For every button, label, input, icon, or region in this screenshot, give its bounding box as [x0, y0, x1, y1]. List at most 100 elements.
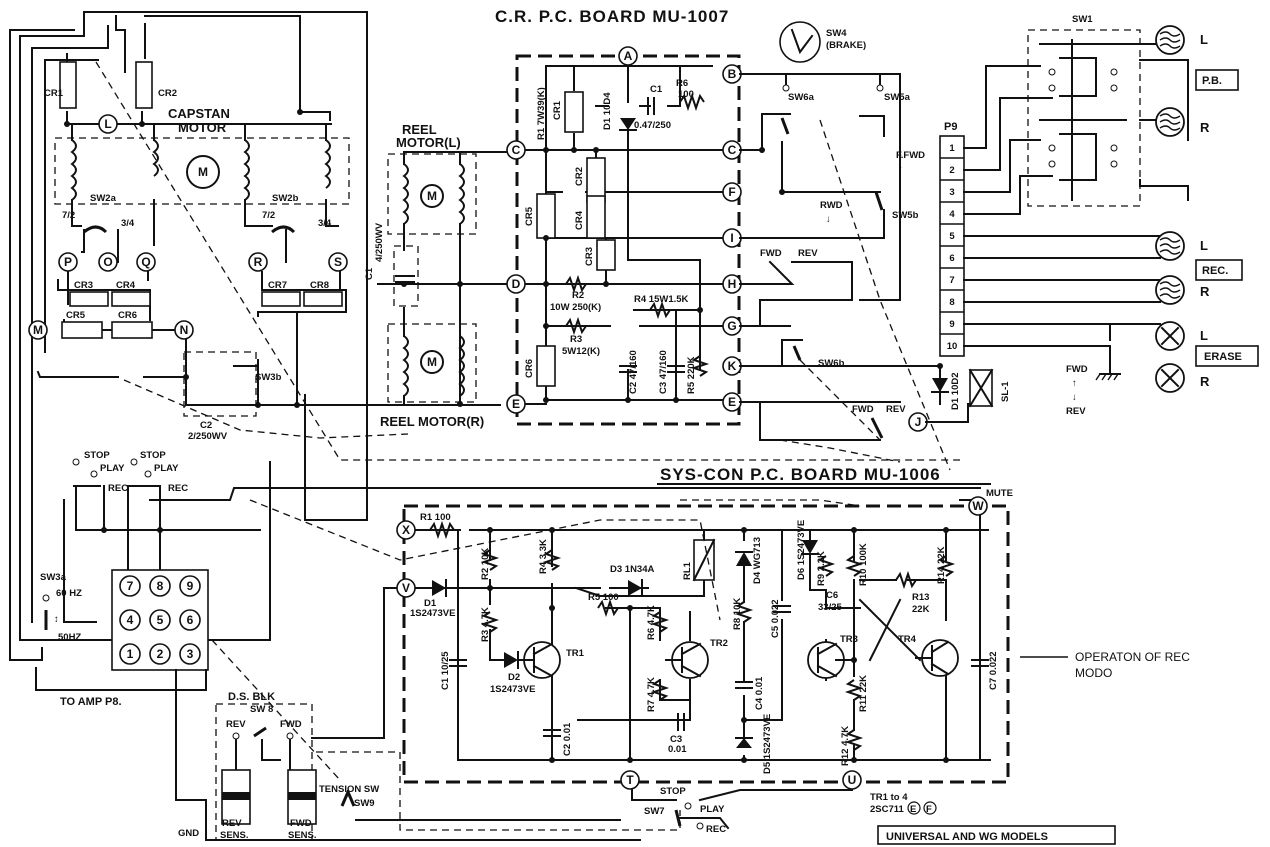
sw3-terminal-label: 2	[157, 647, 164, 661]
svg-text:4/250WV: 4/250WV	[374, 222, 385, 262]
svg-text:SW6b: SW6b	[818, 358, 845, 369]
node-x: X	[402, 523, 410, 537]
sw2a-pin-34: 3/4	[121, 218, 135, 229]
svg-text:RL1: RL1	[682, 561, 693, 580]
node-b: B	[728, 67, 737, 81]
sw2b-label: SW2b	[272, 193, 299, 204]
node-w: W	[972, 499, 984, 513]
svg-text:FWD: FWD	[852, 404, 874, 415]
sw3-terminal-label: 7	[127, 579, 134, 593]
node-a: A	[624, 49, 633, 63]
svg-text:↕: ↕	[54, 614, 59, 625]
erase-label-box: ERASE	[1195, 345, 1259, 367]
node-h: H	[728, 277, 737, 291]
head-2-1	[1155, 363, 1185, 393]
sw7-play: PLAY	[700, 804, 725, 815]
sw3-terminal	[149, 609, 171, 631]
svg-text:TR4: TR4	[898, 634, 917, 645]
p9-pin-label: 5	[949, 231, 955, 242]
svg-text:REV: REV	[226, 719, 246, 730]
sw3-terminal-label: 4	[127, 613, 134, 627]
capstan-motor-box	[54, 137, 350, 205]
svg-text:SENS.: SENS.	[288, 830, 317, 841]
p9-pin-label: 4	[949, 209, 955, 220]
svg-text:R1 7W39(K): R1 7W39(K)	[536, 87, 547, 140]
svg-text:CR8: CR8	[310, 280, 329, 291]
sw2a-pin-72: 7/2	[62, 210, 75, 221]
svg-text:C6: C6	[826, 590, 838, 601]
sw3-terminal-label: 8	[157, 579, 164, 593]
svg-text:D1: D1	[424, 598, 437, 609]
svg-text:SW 8: SW 8	[250, 704, 273, 715]
svg-text:TR2: TR2	[710, 638, 728, 649]
svg-text:C2 47/160: C2 47/160	[628, 350, 639, 394]
p9-pin-label: 7	[949, 275, 954, 286]
to-amp-label: TO AMP P8.	[60, 696, 122, 708]
svg-text:R2 10K: R2 10K	[480, 548, 491, 580]
svg-text:SW9: SW9	[354, 798, 375, 809]
capstan-motor-line2: MOTOR	[178, 120, 227, 135]
fwd-arrow-label: FWD	[1066, 364, 1088, 375]
svg-text:R10 100K: R10 100K	[858, 543, 869, 586]
svg-text:1S2473VE: 1S2473VE	[490, 684, 535, 695]
syscon-nodes: X V W T U	[396, 496, 988, 790]
svg-text:C2: C2	[200, 420, 212, 431]
tr4: TR4	[898, 634, 959, 677]
tr3: TR3	[807, 634, 858, 679]
svg-text:PLAY: PLAY	[154, 463, 179, 474]
sw7-stop: STOP	[660, 786, 686, 797]
rec-l: L	[1200, 238, 1208, 253]
sw3-terminal	[119, 575, 141, 597]
tr-types-line1: TR1 to 4	[870, 792, 908, 803]
sw3-terminal	[179, 643, 201, 665]
svg-text:CR5: CR5	[66, 310, 86, 321]
svg-text:FWD: FWD	[290, 818, 312, 829]
sw3-terminal	[179, 609, 201, 631]
svg-text:SW3b: SW3b	[255, 372, 282, 383]
universal-label: UNIVERSAL AND WG MODELS	[886, 831, 1048, 843]
node-v: V	[402, 581, 410, 595]
rec-r: R	[1200, 284, 1210, 299]
node-k: K	[728, 359, 737, 373]
svg-text:REC: REC	[108, 483, 128, 494]
svg-text:R1 100: R1 100	[420, 512, 451, 523]
svg-text:D2: D2	[508, 672, 520, 683]
node-f: F	[728, 185, 735, 199]
node-c-right: C	[728, 143, 737, 157]
head-1-0	[1155, 231, 1185, 261]
node-m: M	[33, 323, 43, 337]
svg-text:SL-1: SL-1	[1000, 381, 1011, 402]
svg-text:REV: REV	[886, 404, 906, 415]
capstan-motor-line1: CAPSTAN	[168, 106, 230, 121]
svg-text:P9: P9	[944, 121, 957, 133]
svg-text:D3 1N34A: D3 1N34A	[610, 564, 654, 575]
svg-text:R8 10K: R8 10K	[732, 598, 743, 630]
capstan-motor-symbol: M	[186, 155, 220, 189]
svg-text:R5 100: R5 100	[588, 592, 619, 603]
svg-text:1S2473VE: 1S2473VE	[410, 608, 455, 619]
svg-text:SW3a: SW3a	[40, 572, 67, 583]
svg-text:TR3: TR3	[840, 634, 858, 645]
capstan-nodes: L P O Q R S M N	[28, 114, 348, 340]
svg-text:R9 2.2K: R9 2.2K	[816, 551, 827, 586]
sw1-contacts	[963, 39, 1189, 347]
svg-text:CR3: CR3	[584, 247, 595, 266]
sw3-terminal	[149, 575, 171, 597]
sw2a-label: SW2a	[90, 193, 117, 204]
p9-pin-label: 8	[949, 297, 954, 308]
svg-text:SW4: SW4	[826, 28, 847, 39]
svg-text:0.47/250: 0.47/250	[634, 120, 671, 131]
svg-text:CR1: CR1	[44, 88, 64, 99]
svg-text:R6: R6	[676, 78, 688, 89]
pb-label-box: P.B.	[1195, 69, 1239, 91]
cr-board-components: CR1 R1 7W39(K) D1 10D4 C1 0.47/250 R6 10…	[524, 78, 710, 394]
svg-text:C1: C1	[650, 84, 663, 95]
node-o: O	[103, 255, 112, 269]
syscon-board-outline	[402, 504, 1010, 784]
svg-text:M: M	[198, 165, 208, 179]
svg-text:C7 0.022: C7 0.022	[988, 651, 999, 690]
emitter-f-text: F	[926, 804, 932, 815]
heads: P.B. L R REC. L R ERASE L R FWD ↑ ↓ REV	[1066, 25, 1259, 417]
